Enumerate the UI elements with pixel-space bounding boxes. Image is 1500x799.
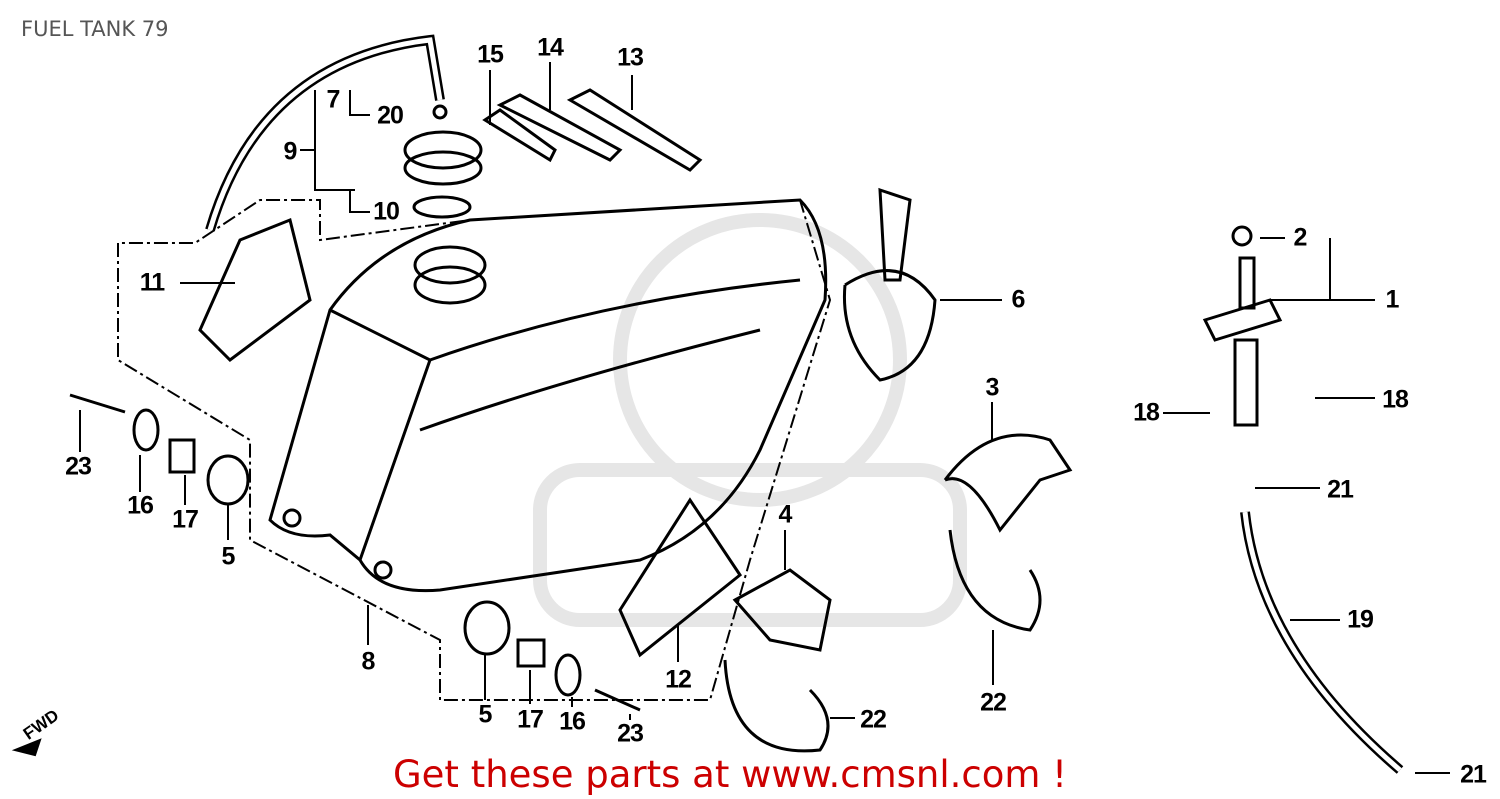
callout-23-bottom: 23	[617, 719, 644, 748]
callout-10: 10	[373, 197, 400, 226]
callout-13: 13	[617, 43, 644, 72]
callout-17-left: 17	[172, 505, 199, 534]
callout-5-left: 5	[221, 542, 236, 571]
callout-21-top: 21	[1327, 475, 1354, 504]
callout-6: 6	[1011, 285, 1026, 314]
callout-2: 2	[1293, 223, 1308, 252]
callout-18-right: 18	[1382, 385, 1409, 414]
footer-link[interactable]: Get these parts at www.cmsnl.com !	[393, 753, 1068, 796]
fuel-tank	[268, 198, 828, 593]
fuel-cap	[403, 104, 483, 219]
callout-19: 19	[1347, 605, 1374, 634]
callout-15: 15	[477, 40, 504, 69]
callout-3: 3	[985, 373, 1000, 402]
callout-5-bottom: 5	[478, 700, 493, 729]
breather-hose	[205, 34, 445, 232]
diagram-title: FUEL TANK 79	[21, 17, 169, 41]
callout-4: 4	[778, 500, 793, 529]
callout-21-bottom: 21	[1460, 760, 1487, 789]
callout-11: 11	[139, 268, 165, 297]
callout-16-left: 16	[127, 491, 154, 520]
callout-23-left: 23	[65, 452, 92, 481]
callout-8: 8	[361, 647, 376, 676]
leader-lines	[11, 62, 1450, 774]
callout-9: 9	[283, 137, 298, 166]
callout-14: 14	[537, 33, 564, 62]
callout-16-bottom: 16	[559, 707, 586, 736]
callout-17-bottom: 17	[517, 705, 544, 734]
callout-7: 7	[326, 85, 341, 114]
callout-12: 12	[665, 665, 692, 694]
emblem-stripes	[198, 88, 743, 658]
callout-22-bottom: 22	[860, 705, 887, 734]
callout-22-right: 22	[980, 688, 1007, 717]
callout-20: 20	[377, 101, 404, 130]
petcock	[1202, 225, 1283, 427]
callout-18-left: 18	[1133, 398, 1160, 427]
fuel-line	[1240, 511, 1404, 774]
callout-1: 1	[1385, 285, 1400, 314]
clamps-and-rubbers	[69, 187, 1073, 753]
